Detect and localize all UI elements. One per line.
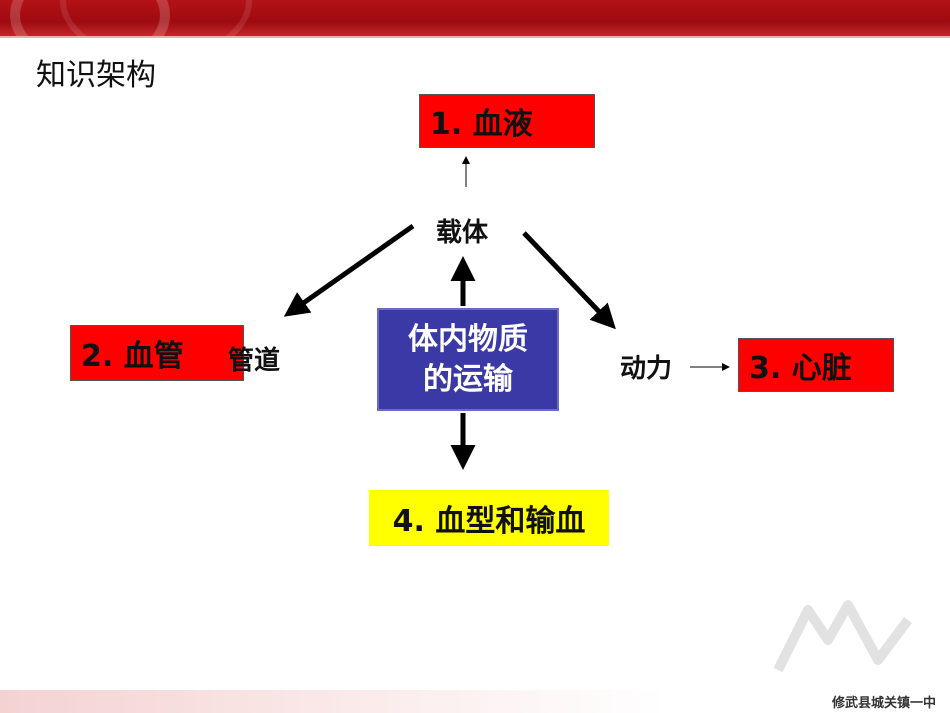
relation-pipeline-label: 管道 [228, 346, 281, 376]
node-blood: 1. 血液 [419, 94, 595, 148]
arrow-carrier-to-power [522, 231, 616, 330]
footer-band [0, 690, 950, 713]
header-divider [0, 36, 950, 38]
watermark-logo-icon [773, 600, 912, 673]
center-topic-line2: 的运输 [423, 361, 513, 397]
node-blood-type: 4. 血型和输血 [369, 490, 609, 546]
center-topic: 体内物质 的运输 [377, 308, 559, 411]
header-band [0, 0, 950, 70]
node-heart: 3. 心脏 [738, 338, 894, 392]
page-title: 知识架构 [36, 58, 156, 93]
relation-power-label: 动力 [620, 354, 673, 384]
relation-carrier-label: 载体 [436, 218, 489, 248]
center-topic-line1: 体内物质 [408, 321, 528, 357]
node-vessel: 2. 血管 [70, 325, 244, 381]
footer-school: 修武县城关镇一中 [831, 696, 936, 711]
arrow-carrier-to-pipeline [283, 223, 415, 317]
